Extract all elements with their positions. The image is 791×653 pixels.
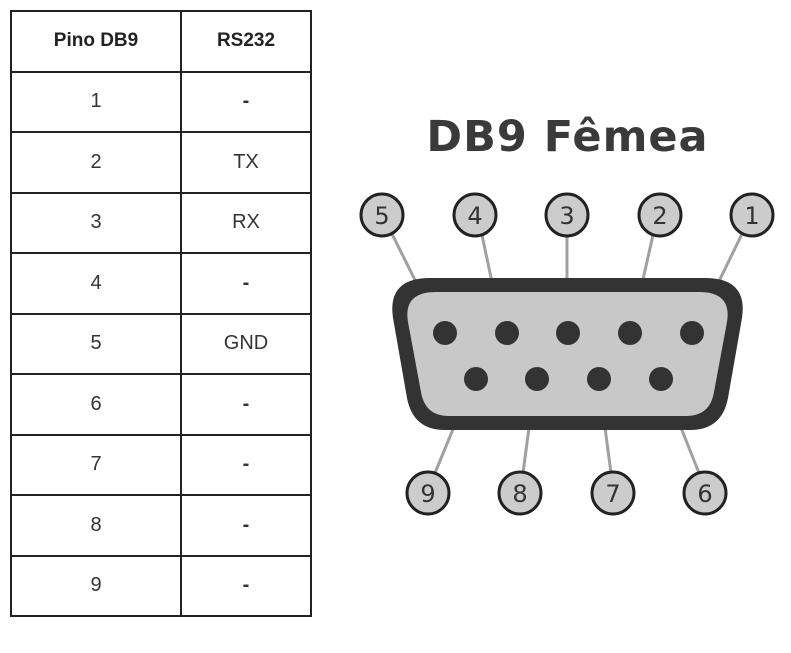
pin-label-4: 4: [452, 192, 498, 238]
pin-hole-5: [433, 321, 457, 345]
pin-holes: [433, 321, 704, 391]
pin-signal: -: [180, 70, 312, 133]
pin-label-7: 7: [590, 470, 636, 516]
svg-text:5: 5: [374, 202, 389, 230]
table-row: 9-: [10, 554, 312, 617]
table-header-row: Pino DB9 RS232: [10, 10, 312, 73]
db9-female-connector-diagram: 5 4 3 2 1 9 8 7: [359, 192, 775, 516]
pin-signal: -: [180, 433, 312, 496]
pin-label-3: 3: [544, 192, 590, 238]
svg-text:8: 8: [512, 480, 527, 508]
pin-hole-1: [680, 321, 704, 345]
pin-signal: -: [180, 554, 312, 617]
pin-hole-3: [556, 321, 580, 345]
svg-text:3: 3: [559, 202, 574, 230]
pin-hole-2: [618, 321, 642, 345]
pin-number: 1: [10, 70, 182, 133]
pin-label-5: 5: [359, 192, 405, 238]
pin-hole-7: [587, 367, 611, 391]
pin-label-1: 1: [729, 192, 775, 238]
diagram-title: DB9 Fêmea: [426, 112, 709, 162]
pin-signal: -: [180, 494, 312, 557]
pin-number: 5: [10, 312, 182, 375]
header-pin: Pino DB9: [10, 10, 182, 73]
svg-text:4: 4: [467, 202, 482, 230]
pin-number: 3: [10, 191, 182, 254]
pin-signal: -: [180, 373, 312, 436]
table-row: 7-: [10, 433, 312, 496]
pin-number: 2: [10, 131, 182, 194]
table-row: 6-: [10, 373, 312, 436]
svg-text:1: 1: [744, 202, 759, 230]
connector-face: [407, 292, 728, 416]
table-row: 1-: [10, 70, 312, 133]
pin-label-8: 8: [497, 470, 543, 516]
pin-signal: TX: [180, 131, 312, 194]
pin-hole-6: [649, 367, 673, 391]
svg-text:9: 9: [420, 480, 435, 508]
pin-label-6: 6: [682, 470, 728, 516]
leader-lines: [390, 232, 744, 475]
top-row-labels: 5 4 3 2 1: [359, 192, 775, 238]
pin-signal: -: [180, 252, 312, 315]
pin-number: 4: [10, 252, 182, 315]
pin-label-2: 2: [637, 192, 683, 238]
pin-hole-8: [525, 367, 549, 391]
pin-number: 7: [10, 433, 182, 496]
pin-signal: GND: [180, 312, 312, 375]
pin-hole-9: [464, 367, 488, 391]
svg-text:6: 6: [697, 480, 712, 508]
svg-text:2: 2: [652, 202, 667, 230]
pin-number: 9: [10, 554, 182, 617]
pin-label-9: 9: [405, 470, 451, 516]
pin-number: 6: [10, 373, 182, 436]
table-row: 4-: [10, 252, 312, 315]
pin-hole-4: [495, 321, 519, 345]
bottom-row-labels: 9 8 7 6: [405, 470, 728, 516]
header-rs232: RS232: [180, 10, 312, 73]
pin-signal: RX: [180, 191, 312, 254]
pin-number: 8: [10, 494, 182, 557]
table-row: 8-: [10, 494, 312, 557]
svg-text:7: 7: [605, 480, 620, 508]
